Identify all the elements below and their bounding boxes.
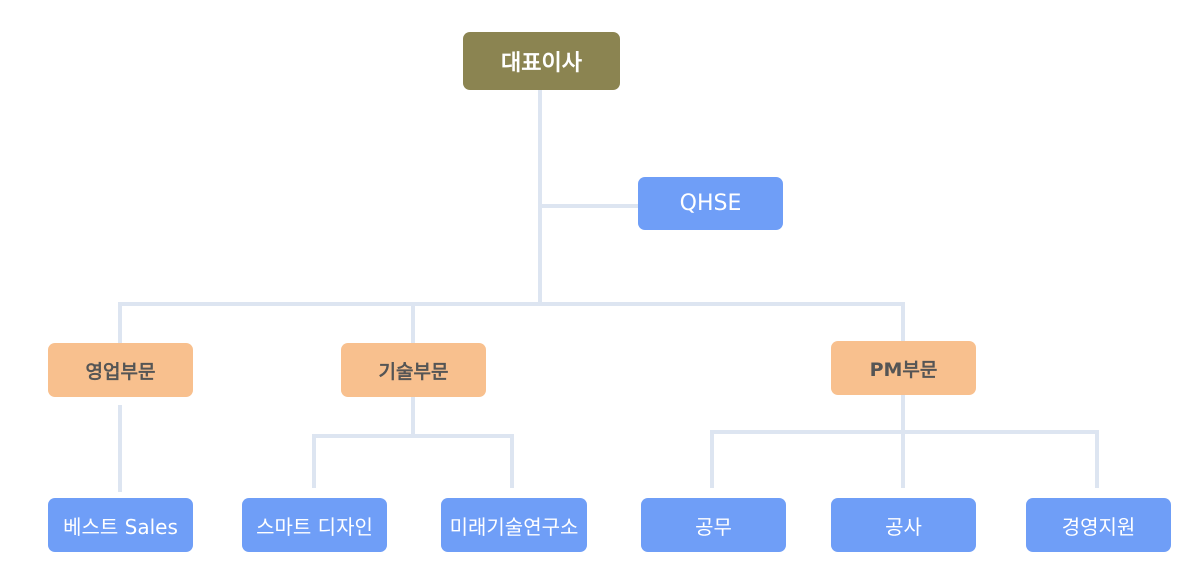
team-node-construction-admin: 공무 — [641, 498, 786, 552]
qhse-node: QHSE — [638, 177, 783, 230]
division-pm-node: PM부문 — [831, 341, 976, 395]
team-node-management-support: 경영지원 — [1026, 498, 1171, 552]
team-node-future-tech-lab: 미래기술연구소 — [441, 498, 587, 552]
team-node-smart-design: 스마트 디자인 — [242, 498, 387, 552]
team-node-construction: 공사 — [831, 498, 976, 552]
division-sales-node: 영업부문 — [48, 343, 193, 397]
ceo-node: 대표이사 — [463, 32, 620, 90]
division-tech-node: 기술부문 — [341, 343, 486, 397]
team-node-best-sales: 베스트 Sales — [48, 498, 193, 552]
